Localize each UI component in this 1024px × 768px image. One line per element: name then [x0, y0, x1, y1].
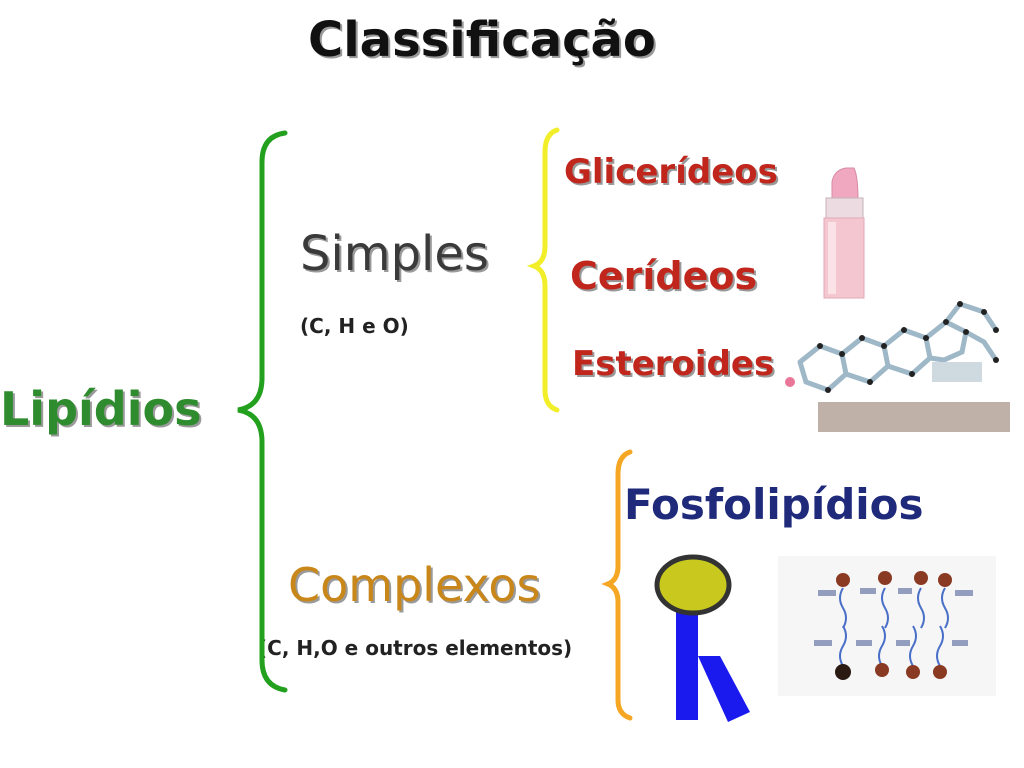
- root-brace: [237, 130, 288, 693]
- diagram-title: Classificação: [308, 12, 656, 68]
- complexos-formula: (C, H,O e outros elementos): [258, 636, 573, 660]
- cholesterol-molecule-image: [785, 301, 1010, 432]
- item-fosfolipidios: Fosfolipídios: [624, 480, 924, 529]
- item-cerideos: Cerídeos: [570, 254, 758, 298]
- simples-formula: (C, H e O): [300, 314, 409, 338]
- item-glicerideos: Glicerídeos: [564, 152, 778, 192]
- item-esteroides: Esteroides: [572, 344, 775, 384]
- root-label-lipidios: Lipídios: [0, 382, 202, 436]
- lipstick-image: [823, 167, 865, 299]
- phospholipid-icon: [654, 554, 750, 722]
- simples-brace: [526, 127, 560, 413]
- branch-label-simples: Simples: [300, 226, 489, 282]
- complexos-brace: [601, 449, 633, 721]
- branch-label-complexos: Complexos: [288, 558, 541, 612]
- phospholipid-molecules-image: [778, 556, 996, 696]
